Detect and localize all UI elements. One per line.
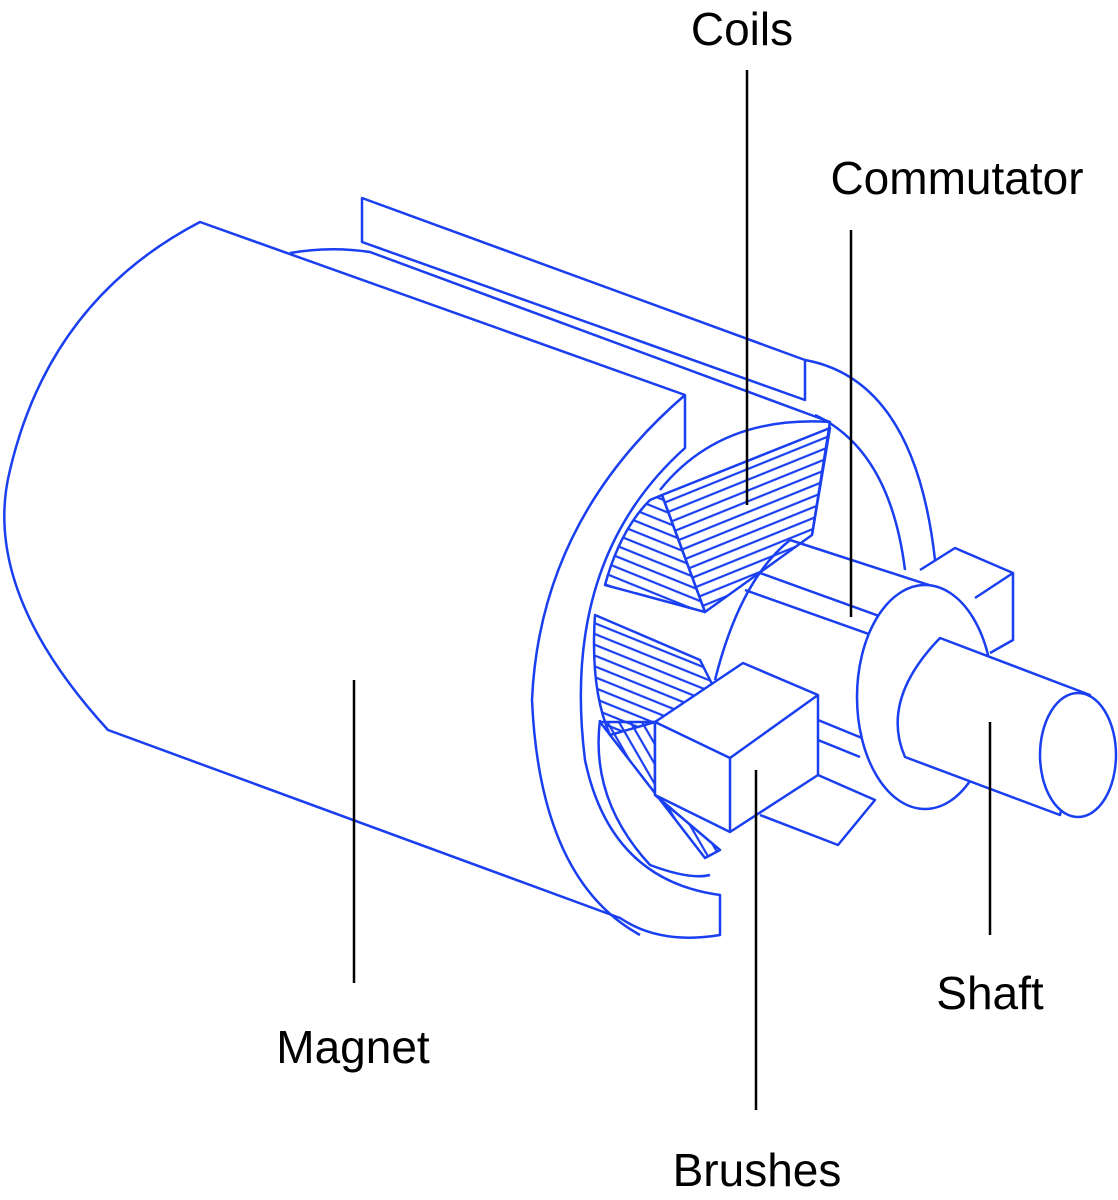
frame-strip (360, 196, 807, 402)
magnet-front-outer-arc (530, 394, 686, 937)
commutator-back-arc (713, 539, 791, 681)
leader-lines (352, 70, 992, 1110)
back-ring-outer (804, 358, 937, 561)
frame-inner-edge (289, 247, 831, 424)
label-shaft: Shaft (936, 967, 1044, 1019)
coil-bottom (598, 720, 722, 860)
coil-left (603, 493, 707, 614)
commutator-bar-4 (817, 738, 861, 759)
coil-lower (592, 613, 717, 737)
label-commutator: Commutator (830, 152, 1084, 204)
commutator-bar-3 (817, 718, 863, 740)
magnet-body (3, 220, 722, 939)
label-brushes: Brushes (672, 1144, 842, 1196)
lower-brush-base (759, 773, 877, 847)
commutator-bar-2 (744, 588, 881, 640)
rotor-disk-arc (659, 420, 832, 536)
rotor-inner-arc (597, 719, 711, 878)
brush-cube (653, 661, 820, 834)
shaft-end (1038, 691, 1118, 819)
label-magnet: Magnet (276, 1021, 430, 1073)
label-coils: Coils (690, 3, 794, 55)
upper-brush (919, 546, 1015, 655)
commutator-bar-1 (759, 571, 891, 622)
back-ring-inner (814, 413, 907, 571)
